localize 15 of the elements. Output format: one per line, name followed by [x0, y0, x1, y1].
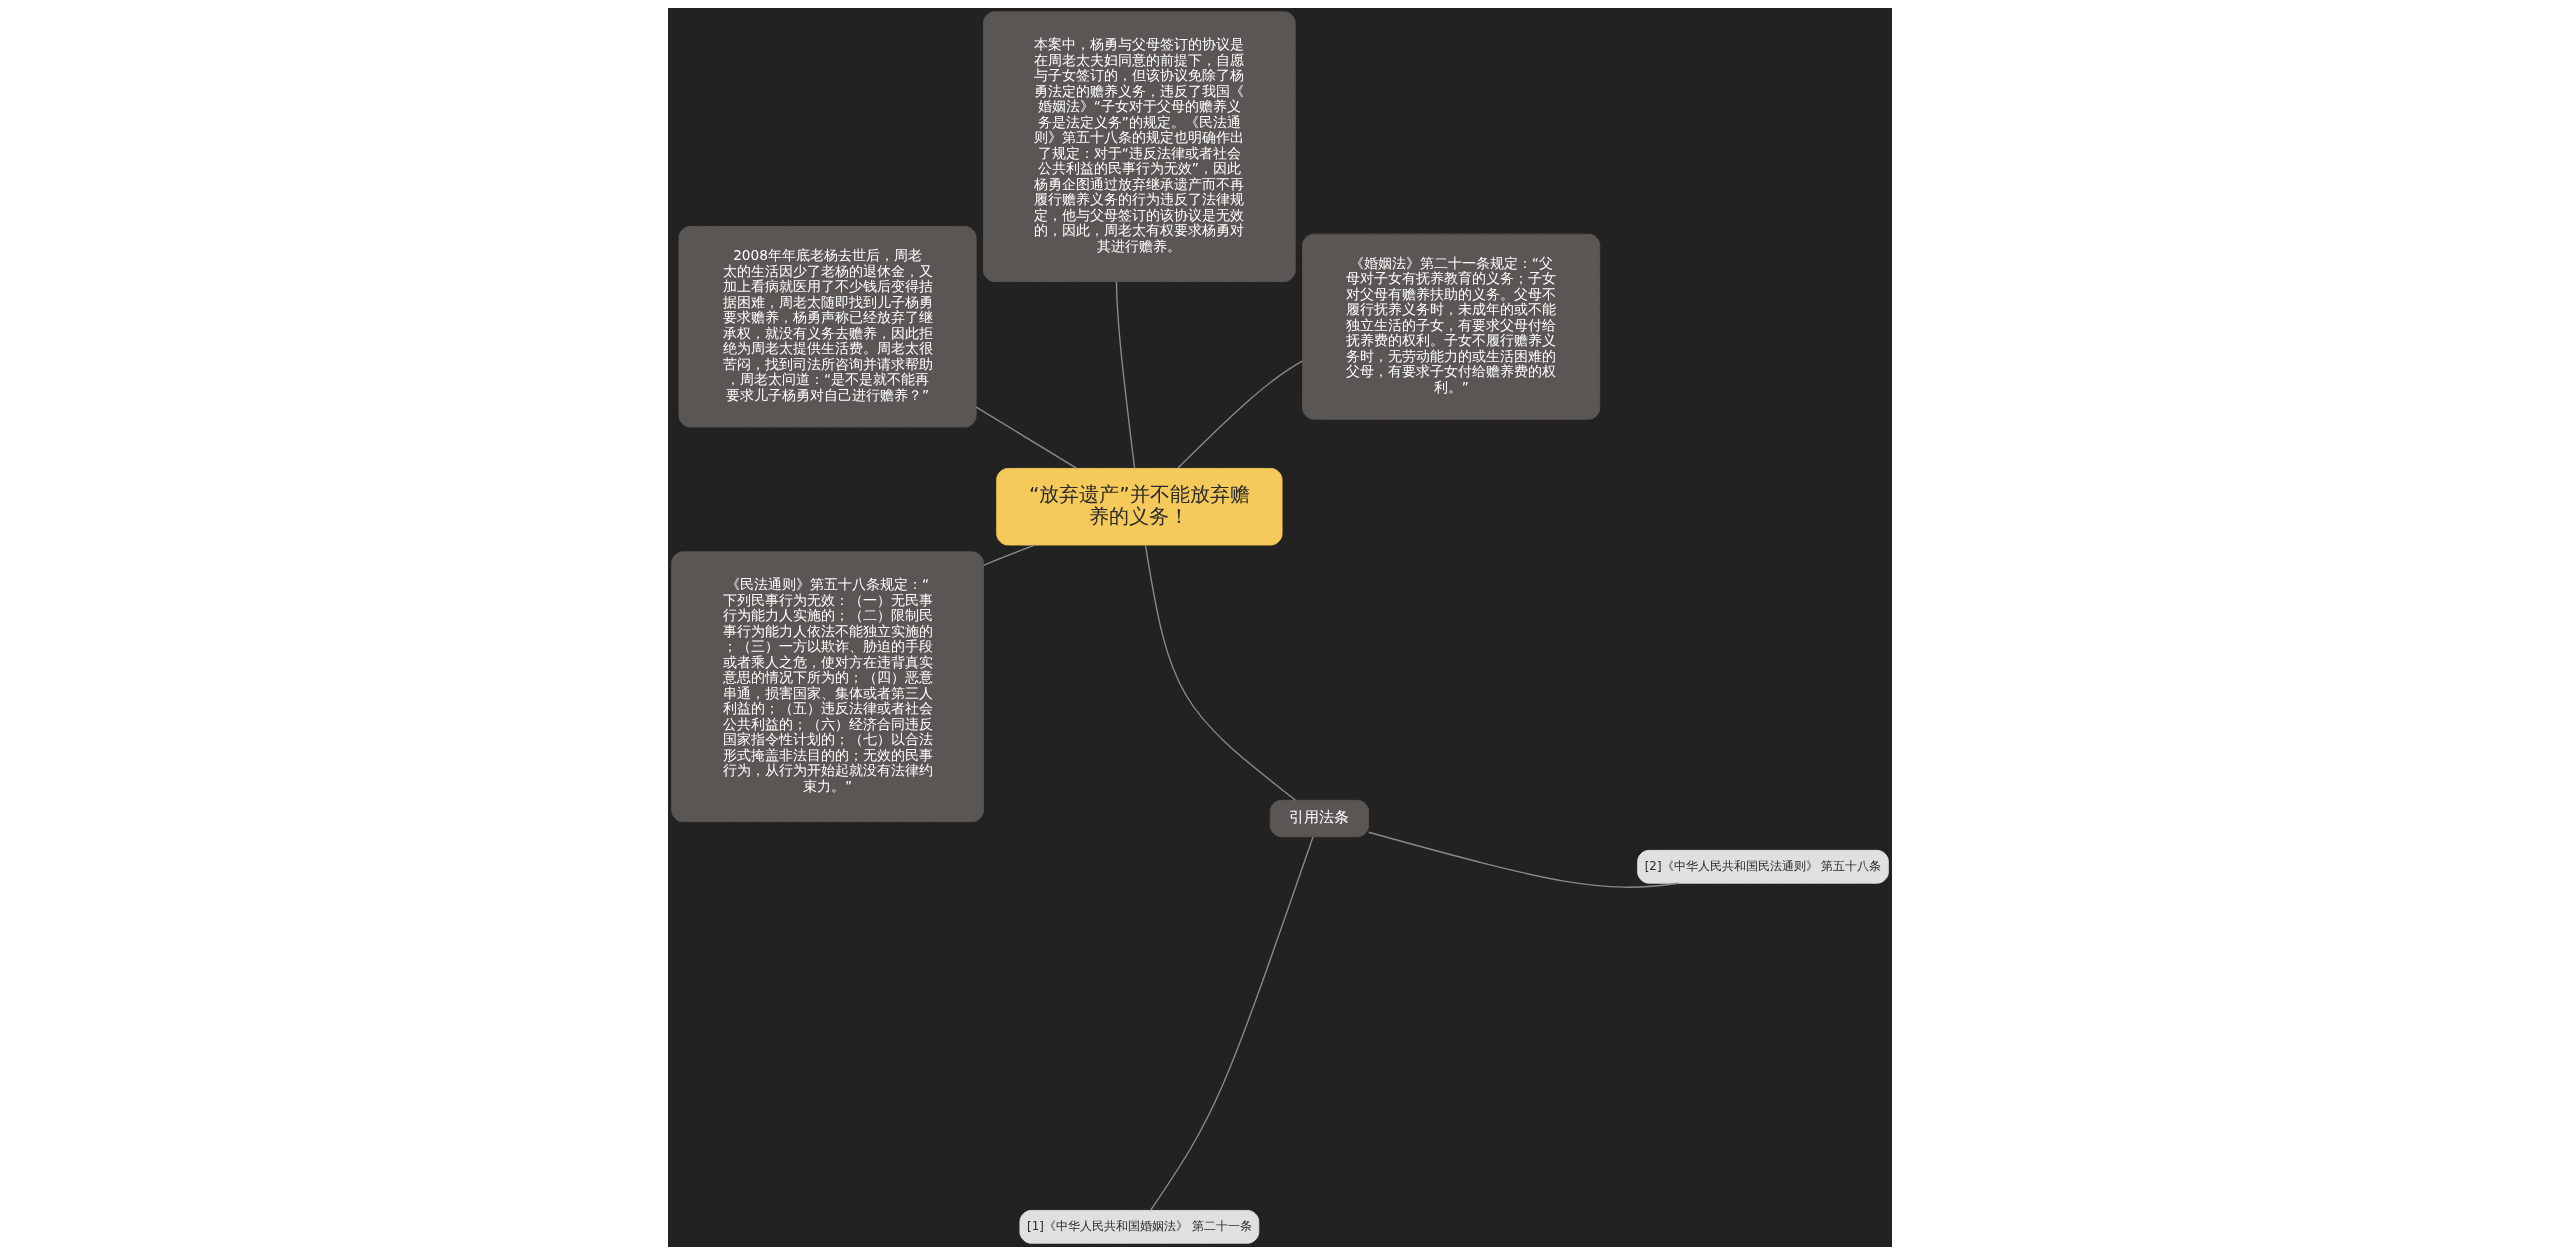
- connector: [1368, 831, 1680, 888]
- node-box: 《婚姻法》第二十一条规定：“父母对子女有抚养教育的义务；子女对父母有赡养扶助的义务。父母不履行抚养义务时，未成年的或不能独立生活的子女，有要求父母付给抚养费的权利。子女不履行赡养义务时，无劳动能力的或生活困难的父母，有要求子女付给赡养费的权利。”: [1302, 233, 1601, 420]
- node-box: 引用法条: [1269, 799, 1370, 838]
- node-box: [1]《中华人民共和国婚姻法》 第二十一条: [1019, 1210, 1260, 1244]
- node-box: 2008年年底老杨去世后，周老太的生活因少了老杨的退休金，又加上看病就医用了不少钱后变得拮据困难，周老太随即找到儿子杨勇要求赡养，杨勇声称已经放弃了继承权，就没有义务去赡养，因此拒绝为周老太提供生活费。周老太很苦闷，找到司法所咨询并请求帮助，周老太问道：“是不是就不能再要求儿子杨勇对自己进行赡养？”: [678, 225, 977, 428]
- node-box: 《民法通则》第五十八条规定：“下列民事行为无效：（一）无民事行为能力人实施的；（二）限制民事行为能力人依法不能独立实施的；（三）一方以欺诈、胁迫的手段或者乘人之危，使对方在违背真实意思的情况下所为的；（四）恶意串通，损害国家、集体或者第三人利益的；（五）违反法律或者社会公共利益的；（六）经济合同违反国家指令性计划的；（七）以合法形式掩盖非法目的的；无效的民事行为，从行为开始起就没有法律约束力。”: [671, 551, 984, 823]
- connector: [1115, 281, 1136, 469]
- connector: [1149, 836, 1314, 1212]
- node-box: “放弃遗产”并不能放弃赡养的义务！: [996, 468, 1283, 546]
- connector: [982, 544, 1036, 566]
- connector: [1144, 544, 1297, 801]
- node-box: 本案中，杨勇与父母签订的协议是在周老太夫妇同意的前提下，自愿与子女签订的，但该协议免除了杨勇法定的赡养义务，违反了我国《婚姻法》“子女对于父母的赡养义务是法定义务”的规定。《民法通则》第五十八条的规定也明确作出了规定：对于“违反法律或者社会公共利益的民事行为无效”，因此杨勇企图通过放弃继承遗产而不再履行赡养义务的行为违反了法律规定，他与父母签订的该协议是无效的，因此，周老太有权要求杨勇对其进行赡养。: [983, 11, 1296, 283]
- node-box: [2]《中华人民共和国民法通则》 第五十八条: [1637, 849, 1889, 884]
- connector: [975, 406, 1078, 469]
- connector: [1177, 360, 1303, 469]
